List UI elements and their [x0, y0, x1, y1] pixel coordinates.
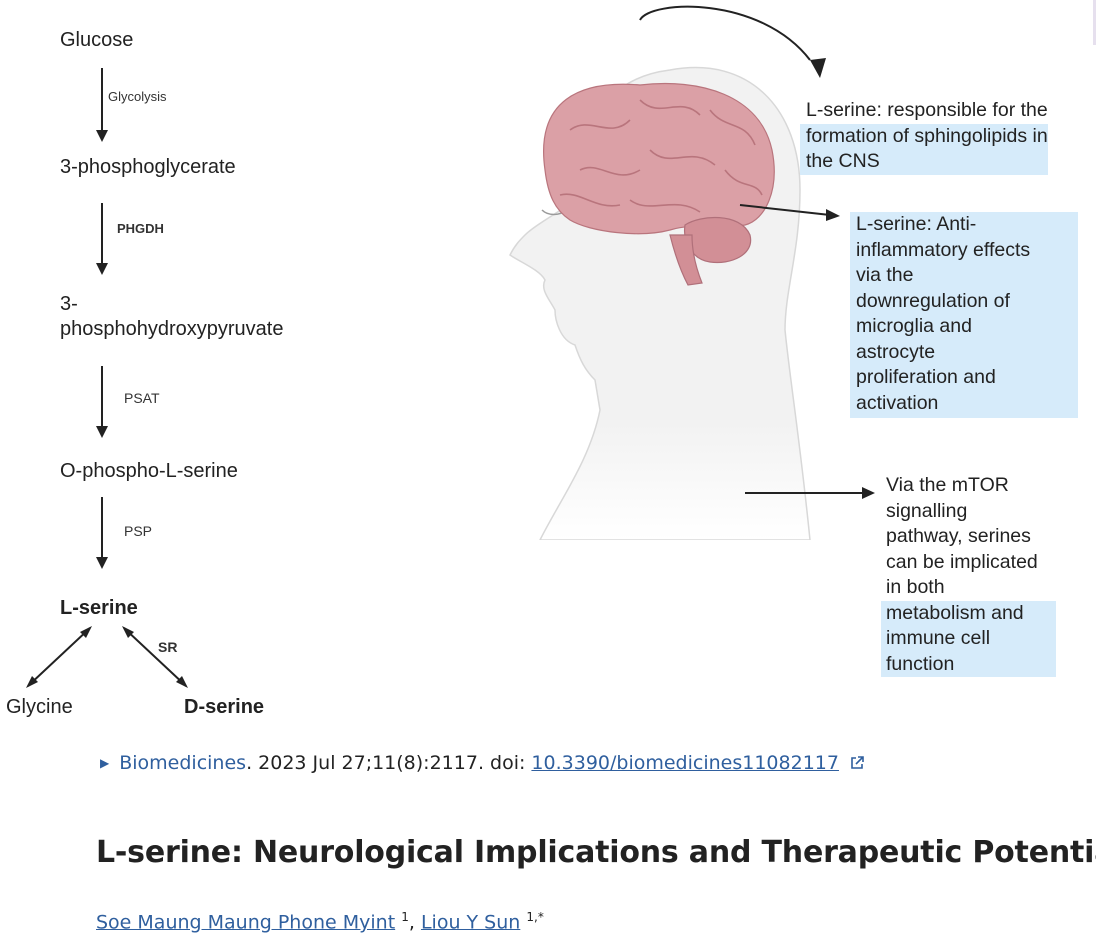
callout-line: the CNS — [800, 149, 1048, 175]
callout-line: astrocyte — [856, 340, 936, 363]
doi-link[interactable]: 10.3390/biomedicines11082117 — [531, 752, 839, 774]
callout-line: proliferation and — [856, 366, 996, 388]
arrow-down-icon — [96, 203, 108, 275]
scrollbar-edge — [1093, 0, 1096, 45]
step-o-phospho-l-serine: O-phospho-L-serine — [60, 460, 238, 482]
arrow-down-icon — [96, 366, 108, 438]
step-3: 3- — [60, 293, 78, 315]
citation-details: . 2023 Jul 27;11(8):2117. doi: — [246, 752, 532, 774]
step-3-phosphoglycerate: 3-phosphoglycerate — [60, 156, 236, 178]
callout-arrows — [739, 58, 875, 499]
callout-line: signalling — [886, 499, 968, 522]
arrow-down-icon — [96, 68, 108, 142]
split-arrows-icon — [26, 626, 188, 688]
citation-line: ▶ Biomedicines. 2023 Jul 27;11(8):2117. d… — [100, 752, 865, 774]
enzyme-phgdh: PHGDH — [117, 221, 164, 236]
figure: Glucose Glycolysis 3-phosphoglycerate PH… — [6, 5, 1078, 718]
callout-line: inflammatory effects — [856, 238, 1031, 261]
callout-line: metabolism and — [881, 600, 1056, 626]
author-affiliation: 1 — [401, 910, 409, 924]
step-phosphohydroxypyruvate: phosphohydroxypyruvate — [60, 318, 284, 340]
callout-line: immune cell — [881, 626, 1056, 652]
enzyme-glycolysis: Glycolysis — [108, 89, 167, 104]
step-l-serine: L-serine — [60, 597, 138, 619]
article-title: L-serine: Neurological Implications and … — [96, 835, 1096, 870]
callout-line: pathway, serines — [886, 525, 1031, 547]
triangle-right-icon[interactable]: ▶ — [100, 756, 110, 770]
callout-line: can be implicated — [886, 550, 1038, 573]
arrow-down-icon — [96, 497, 108, 569]
author-separator: , — [408, 911, 421, 934]
step-d-serine: D-serine — [184, 696, 265, 718]
step-glucose: Glucose — [60, 29, 134, 51]
callout-sphingolipids: L-serine: responsible for the formation … — [800, 98, 1048, 175]
author-link[interactable]: Liou Y Sun — [420, 911, 521, 934]
author-link[interactable]: Soe Maung Maung Phone Myint — [96, 911, 396, 934]
author-affiliation: 1,* — [526, 910, 544, 924]
external-link-icon[interactable] — [849, 755, 865, 771]
head-brain-illustration — [509, 5, 811, 540]
step-glycine: Glycine — [6, 696, 73, 718]
callout-line: L-serine: responsible for the — [806, 99, 1048, 121]
callout-anti-inflammatory: L-serine: Anti- inflammatory effects via… — [850, 212, 1078, 418]
author-list: Soe Maung Maung Phone Myint 1, Liou Y Su… — [96, 910, 544, 933]
callout-line: Via the mTOR — [886, 474, 1009, 496]
callout-line: in both — [886, 576, 945, 598]
enzyme-psp: PSP — [124, 523, 153, 539]
callout-line: formation of sphingolipids in — [800, 123, 1048, 149]
callout-line: L-serine: Anti- — [856, 213, 977, 235]
journal-link[interactable]: Biomedicines — [119, 752, 247, 774]
enzyme-sr: SR — [158, 639, 178, 655]
callout-mtor: Via the mTOR signalling pathway, serines… — [881, 473, 1056, 677]
callout-line: microglia and — [856, 315, 972, 337]
callout-line: function — [881, 651, 1056, 677]
callout-line: activation — [856, 391, 939, 414]
callout-line: via the — [856, 264, 914, 286]
enzyme-psat: PSAT — [124, 390, 160, 406]
callout-line: downregulation of — [856, 289, 1010, 312]
